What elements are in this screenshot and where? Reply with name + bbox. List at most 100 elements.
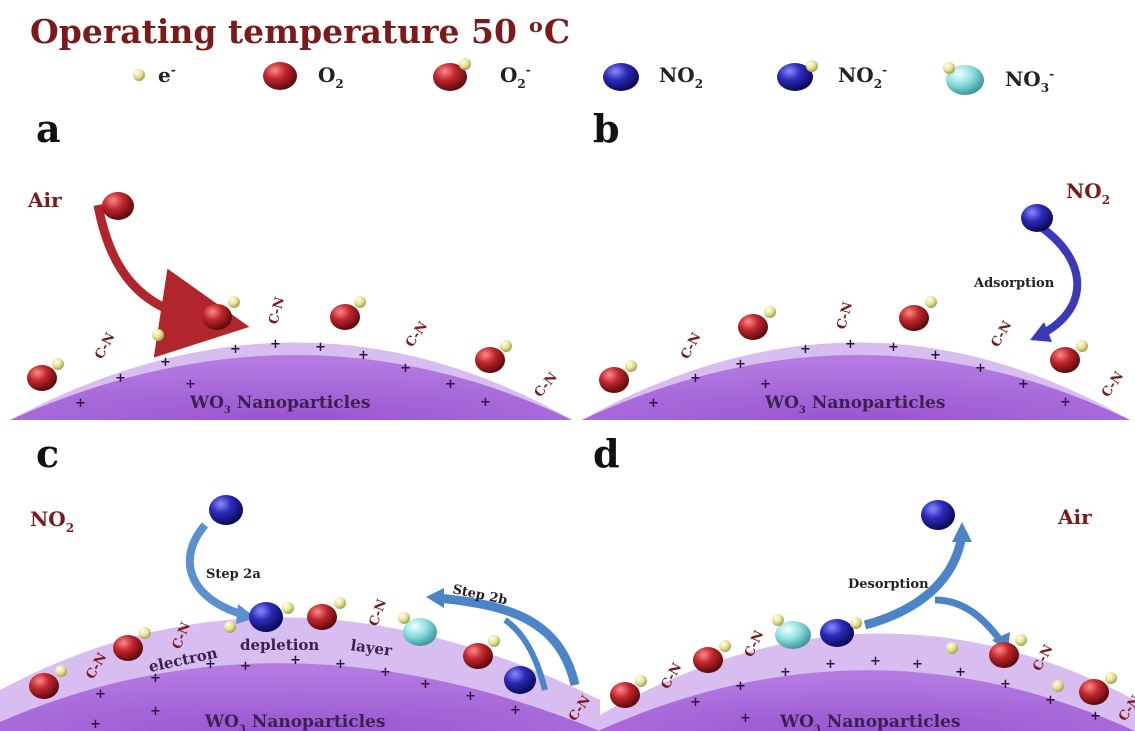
electron-icon (1105, 672, 1117, 684)
svg-text:+: + (735, 357, 746, 372)
svg-text:+: + (1018, 377, 1029, 392)
wo3-nanoparticle (600, 670, 1135, 731)
gas-label: NO2 (30, 507, 74, 535)
electron-icon (946, 642, 958, 654)
svg-text:+: + (445, 377, 456, 392)
no3-ion-icon (403, 618, 437, 646)
surface-plus-signs: ++++ ++++ +++ (690, 654, 1101, 726)
svg-text:+: + (90, 717, 101, 731)
gas-label: Air (27, 188, 62, 212)
o2-ion-icon (610, 682, 640, 708)
legend-no3-ion-icon (946, 65, 984, 95)
surface-plus-signs: ++++ ++++ +++ (648, 337, 1071, 411)
svg-text:+: + (648, 396, 659, 411)
electron-icon (719, 640, 731, 652)
o2-ion-icon (202, 304, 232, 330)
svg-text:+: + (465, 689, 476, 704)
step-2b-arrow (437, 593, 580, 687)
svg-text:+: + (185, 377, 196, 392)
o2-ion-icon (738, 314, 768, 340)
desorption-label: Desorption (848, 577, 929, 592)
cn-group-label: C-N (532, 370, 561, 401)
svg-text:+: + (975, 361, 986, 376)
cn-group-label: C-N (367, 597, 391, 628)
depletion-layer-word: depletion (240, 636, 319, 654)
cn-group-label: C-N (678, 330, 704, 362)
surface-plus-signs: ++++ ++++ ++++ (90, 653, 521, 731)
legend-electron-icon (133, 69, 145, 81)
surface-label: WO3 Nanoparticles (204, 712, 385, 731)
electron-icon (1015, 634, 1027, 646)
legend-no2-label: NO2 (659, 63, 703, 91)
electron-icon (1076, 340, 1088, 352)
no3-ion-icon (775, 621, 811, 649)
svg-text:+: + (380, 665, 391, 680)
legend-o2-label: O2 (318, 63, 344, 91)
desorption-arrowhead (952, 522, 972, 542)
gas-label: NO2 (1066, 179, 1110, 207)
svg-text:+: + (420, 677, 431, 692)
electron-icon (500, 340, 512, 352)
step-2b-arrow-secondary (503, 617, 548, 691)
o2-ion-icon (989, 642, 1019, 668)
svg-text:+: + (735, 679, 746, 694)
o2-ion-icon (599, 367, 629, 393)
svg-text:+: + (1090, 709, 1101, 724)
no2-molecule-icon (504, 666, 536, 694)
wo3-nanoparticle (0, 663, 600, 731)
svg-text:+: + (760, 377, 771, 392)
electron-icon (334, 597, 346, 609)
svg-text:+: + (335, 657, 346, 672)
no2-ion-icon (820, 619, 854, 647)
cn-group-label: C-N (834, 300, 856, 331)
o2-ion-icon (29, 673, 59, 699)
legend-o2-ion-label: O2- (500, 63, 531, 91)
panel-letter: b (593, 106, 620, 151)
svg-text:+: + (930, 348, 941, 363)
electron-icon (398, 612, 410, 624)
desorption-arrow-secondary (934, 596, 1003, 643)
svg-text:+: + (150, 704, 161, 719)
o2-ion-icon (899, 305, 929, 331)
cn-group-label: C-N (1099, 369, 1127, 400)
electron-icon (925, 296, 937, 308)
svg-text:+: + (825, 657, 836, 672)
electron-icon (772, 614, 784, 626)
svg-text:+: + (95, 687, 106, 702)
no2-molecule-icon (209, 495, 243, 525)
electron-icon (1052, 680, 1064, 692)
adsorption-arrowhead (1030, 322, 1052, 342)
wo3-nanoparticle (582, 355, 1130, 420)
legend: e- O2 O2- NO2 NO2- NO3- (133, 58, 1054, 95)
svg-text:+: + (800, 342, 811, 357)
electron-icon (354, 296, 366, 308)
panel-letter: a (36, 106, 61, 151)
electron-icon (139, 627, 151, 639)
legend-no3-ion-label: NO3- (1005, 67, 1054, 95)
page-title: Operating temperature 50 ᵒC (30, 12, 570, 51)
step-2a-label: Step 2a (206, 567, 261, 582)
o2-ion-icon (693, 647, 723, 673)
o2-molecule-icon (102, 192, 134, 220)
panel-c: c NO2 ++++ ++++ ++++ WO3 Nanoparticles e… (0, 431, 600, 731)
o2-ion-icon (307, 604, 337, 630)
legend-no3-ion-electron-icon (943, 62, 955, 74)
no2-molecule-icon (1021, 204, 1053, 232)
svg-text:+: + (740, 711, 751, 726)
panel-letter: d (593, 431, 620, 476)
svg-text:+: + (400, 361, 411, 376)
legend-electron-label: e- (158, 63, 176, 87)
svg-text:+: + (690, 371, 701, 386)
no2-ion-icon (249, 602, 283, 632)
gas-label: Air (1057, 505, 1092, 529)
svg-text:+: + (230, 342, 241, 357)
svg-text:+: + (690, 695, 701, 710)
o2-ion-icon (113, 635, 143, 661)
svg-text:+: + (888, 340, 899, 355)
electron-icon (282, 602, 294, 614)
legend-no2-ion-electron-icon (806, 60, 818, 72)
svg-text:+: + (205, 657, 216, 672)
electron-icon (850, 617, 862, 629)
o2-ion-icon (475, 347, 505, 373)
